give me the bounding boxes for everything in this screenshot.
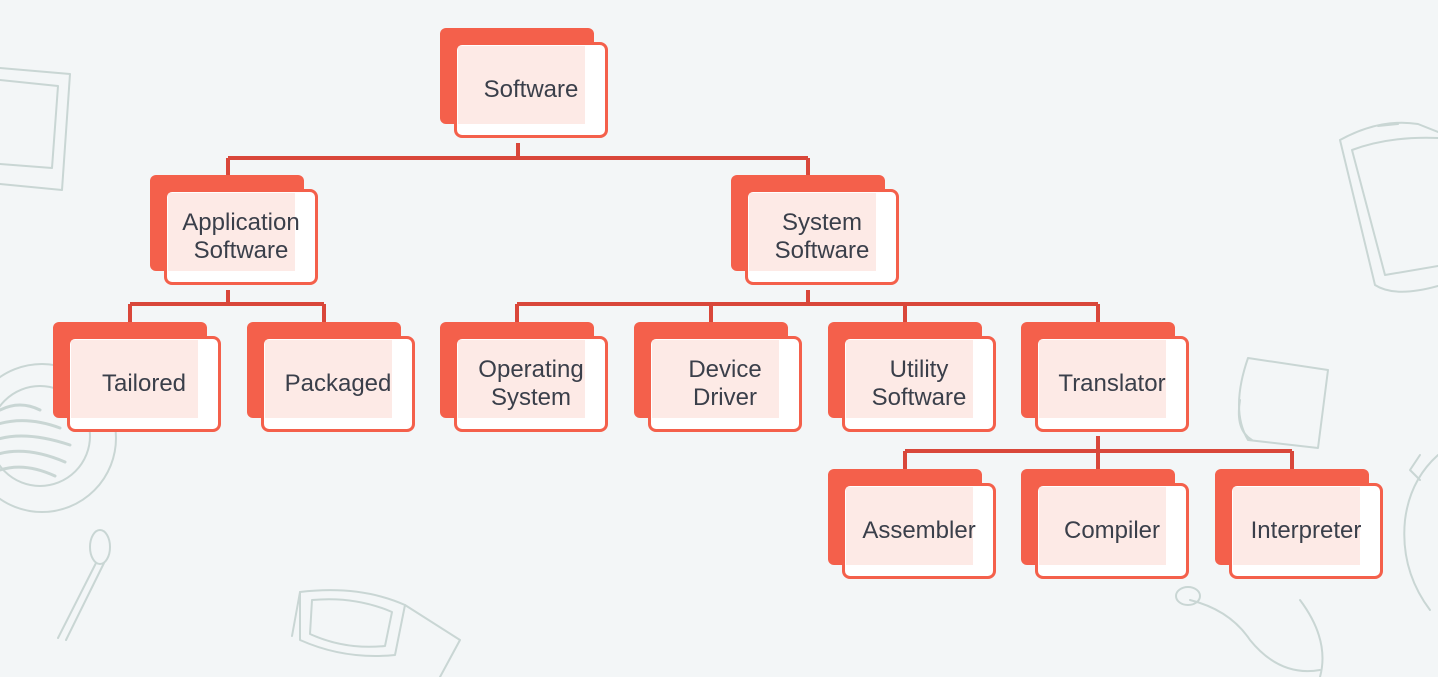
node-label: System Software <box>774 209 870 264</box>
node-label: Device Driver <box>688 356 762 411</box>
node-label: Interpreter <box>1250 517 1362 544</box>
coffee-cup-doodle <box>0 363 117 513</box>
node-label: Tailored <box>101 370 187 397</box>
node-label: Operating System <box>478 356 584 411</box>
tablet-doodle <box>0 67 71 191</box>
node-label: Packaged <box>284 370 392 397</box>
edge-system-children <box>515 290 1100 335</box>
spoon-doodle <box>57 529 111 641</box>
node-label: Compiler <box>1063 517 1161 544</box>
node-label: Application Software <box>182 209 300 264</box>
node-label: Assembler <box>862 517 976 544</box>
node-label: Utility Software <box>871 356 967 411</box>
earphones-doodle <box>1175 454 1438 677</box>
node-label: Software <box>483 76 579 103</box>
edge-translator-children <box>903 436 1294 482</box>
edge-software-children <box>226 143 810 189</box>
glasses-doodle <box>291 589 461 677</box>
edge-application-children <box>128 290 326 335</box>
smartphone-doodle <box>1339 121 1438 293</box>
node-label: Translator <box>1058 370 1166 397</box>
sticky-note-doodle <box>1237 357 1329 449</box>
